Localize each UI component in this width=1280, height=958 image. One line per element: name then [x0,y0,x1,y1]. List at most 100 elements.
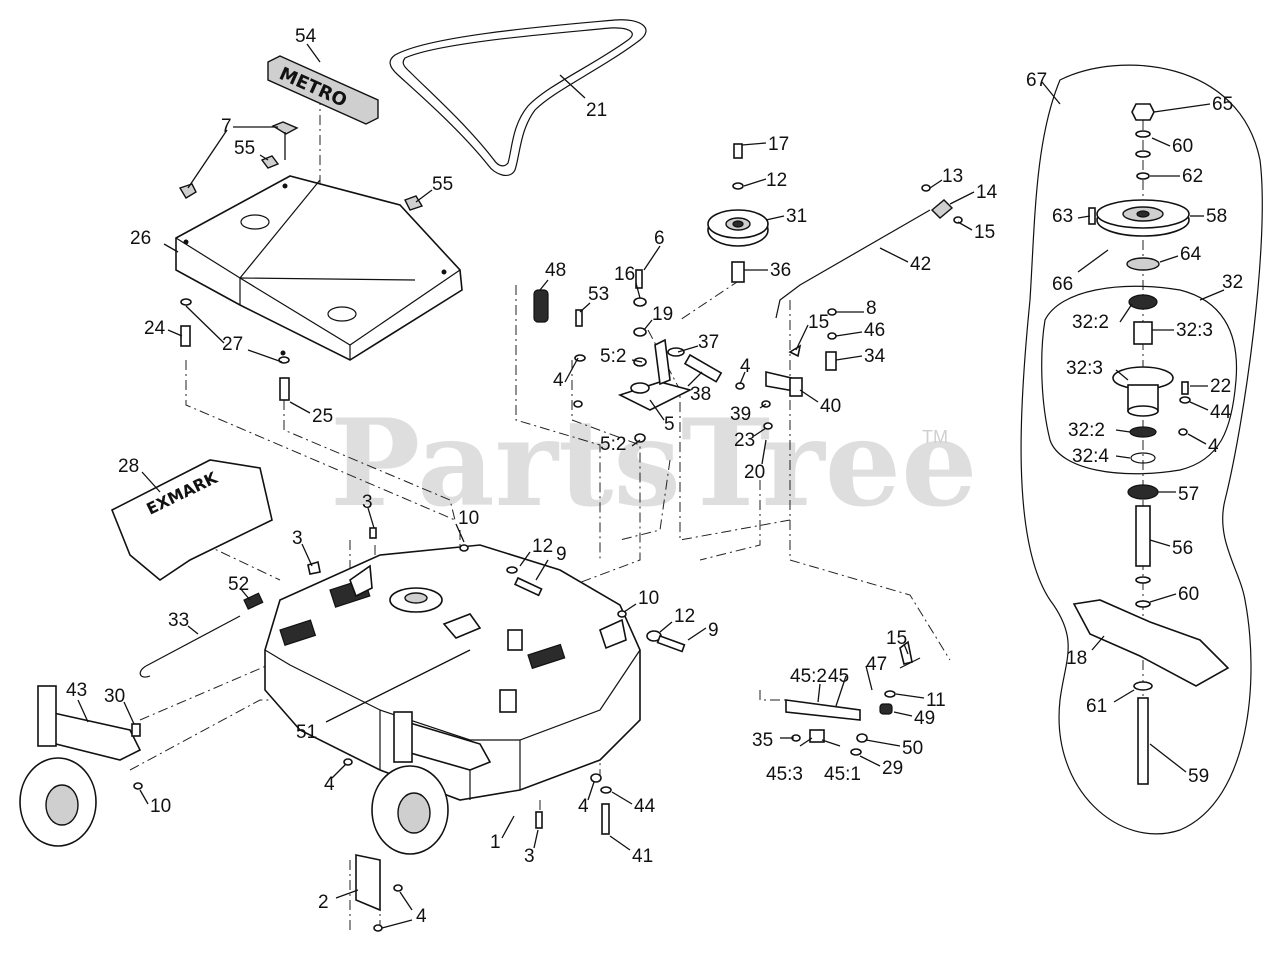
callout-38: 38 [690,384,711,405]
callout-4: 4 [1208,436,1219,457]
callout-28: 28 [118,456,139,477]
callout-60: 60 [1172,136,1193,157]
callout-56: 56 [1172,538,1193,559]
callout-49: 49 [914,708,935,729]
callout-36: 36 [770,260,791,281]
callout-15: 15 [808,312,829,333]
leader-lines [77,43,1225,929]
callout-64: 64 [1180,244,1202,265]
callout-3: 3 [362,492,373,513]
callout-39: 39 [730,404,751,425]
callout-59: 59 [1188,766,1209,787]
callout-32: 32 [1222,272,1243,293]
callout-labels: 54 21 7 55 55 26 24 27 25 17 12 31 36 13… [66,26,1243,927]
callout-11: 11 [926,690,946,711]
callout-61: 61 [1086,696,1107,717]
callout-15: 15 [886,628,907,649]
callout-27: 27 [222,334,243,355]
callout-62: 62 [1182,166,1203,187]
callout-37: 37 [698,332,719,353]
spring-48 [533,289,549,323]
lever-assembly [785,640,921,756]
rod-42 [775,184,963,319]
callout-13: 13 [942,166,963,187]
callout-1: 1 [490,832,501,853]
callout-45-2: 45:2 [790,666,827,687]
callout-35: 35 [752,730,773,751]
callout-32-3: 32:3 [1066,358,1103,379]
rod-33 [139,592,264,678]
callout-3: 3 [292,528,303,549]
callout-4: 4 [324,774,335,795]
callout-12: 12 [766,170,787,191]
metro-decal: METRO [267,55,379,125]
callout-51: 51 [296,722,317,743]
callout-50: 50 [902,738,923,759]
callout-45-1: 45:1 [824,764,861,785]
callout-14: 14 [976,182,998,203]
callout-44: 44 [634,796,656,817]
callout-8: 8 [866,298,877,319]
callout-9: 9 [556,544,567,565]
callout-29: 29 [882,758,903,779]
callout-12: 12 [532,536,553,557]
callout-42: 42 [910,254,931,275]
callout-19: 19 [652,304,673,325]
callout-5-2: 5:2 [600,346,626,367]
cover-hardware [178,121,424,401]
callout-32-4: 32:4 [1072,446,1109,467]
callout-40: 40 [820,396,841,417]
spindle-assembly [1020,64,1263,835]
callout-41: 41 [632,846,653,867]
callout-4: 4 [578,796,589,817]
watermark-text: PartsTree [330,393,977,534]
callout-10: 10 [458,508,479,529]
callout-7: 7 [221,116,232,137]
callout-6: 6 [654,228,665,249]
discharge-shield: EXMARK [110,459,273,581]
callout-44: 44 [1210,402,1232,423]
callout-47: 47 [866,654,887,675]
callout-23: 23 [734,430,755,451]
callout-21: 21 [586,100,607,121]
callout-30: 30 [104,686,125,707]
callout-22: 22 [1210,376,1231,397]
deck-bolts-right [307,527,686,653]
callout-12: 12 [674,606,695,627]
callout-5: 5 [664,414,675,435]
callout-43: 43 [66,680,87,701]
callout-57: 57 [1178,484,1199,505]
callout-4: 4 [553,370,564,391]
callout-58: 58 [1206,206,1227,227]
callout-10: 10 [638,588,659,609]
callout-65: 65 [1212,94,1233,115]
callout-52: 52 [228,574,249,595]
callout-63: 63 [1052,206,1073,227]
caster-left [19,685,143,847]
callout-45-3: 45:3 [766,764,803,785]
callout-46: 46 [864,320,885,341]
callout-4: 4 [416,906,427,927]
watermark-trademark: TM [922,427,948,447]
callout-16: 16 [614,264,635,285]
caster-right [343,711,492,855]
idler-arm [617,269,723,443]
callout-67: 67 [1026,70,1047,91]
callout-32-3: 32:3 [1176,320,1213,341]
callout-60: 60 [1178,584,1199,605]
callout-48: 48 [545,260,566,281]
callout-31: 31 [786,206,807,227]
callout-5-2: 5:2 [600,434,626,455]
callout-32-2: 32:2 [1068,420,1105,441]
callout-25: 25 [312,406,333,427]
callout-26: 26 [130,228,151,249]
callout-4: 4 [740,356,751,377]
callout-53: 53 [588,284,609,305]
callout-10: 10 [150,796,171,817]
lower-hardware [355,773,612,932]
callout-18: 18 [1066,648,1087,669]
callout-55: 55 [234,138,255,159]
belt-cover [175,175,463,361]
callout-45: 45 [828,666,849,687]
